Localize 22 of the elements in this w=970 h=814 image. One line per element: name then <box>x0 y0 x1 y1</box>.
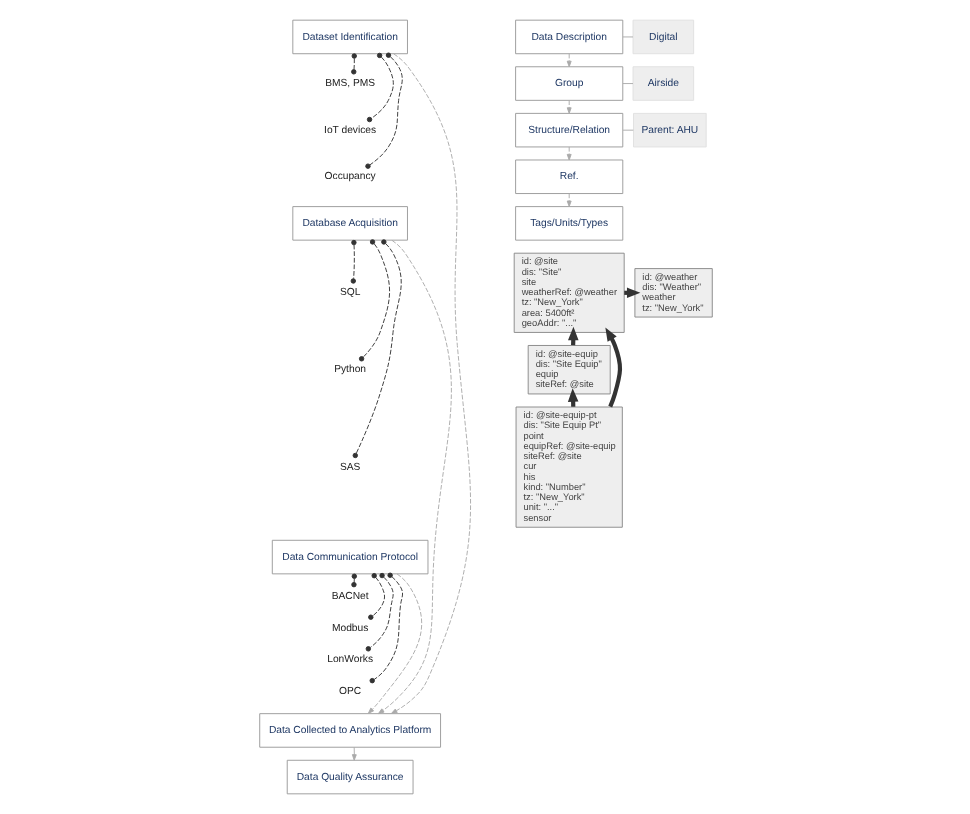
arrow <box>389 53 470 714</box>
connector <box>365 52 393 123</box>
arrow <box>565 99 571 114</box>
connector <box>621 36 633 38</box>
connector <box>350 53 356 75</box>
connector <box>367 573 384 620</box>
arrow <box>604 327 622 408</box>
connector <box>621 83 633 85</box>
connector <box>364 52 402 169</box>
connector <box>351 239 401 459</box>
connector <box>364 572 393 652</box>
arrow <box>565 146 571 161</box>
connector <box>368 572 402 684</box>
arrow <box>366 573 422 714</box>
connector <box>621 129 633 131</box>
arrow <box>376 239 451 715</box>
connector <box>349 239 356 284</box>
arrow <box>565 193 571 208</box>
connector <box>357 239 390 362</box>
arrow <box>350 746 356 761</box>
connector <box>350 573 356 588</box>
arrow <box>565 53 571 68</box>
